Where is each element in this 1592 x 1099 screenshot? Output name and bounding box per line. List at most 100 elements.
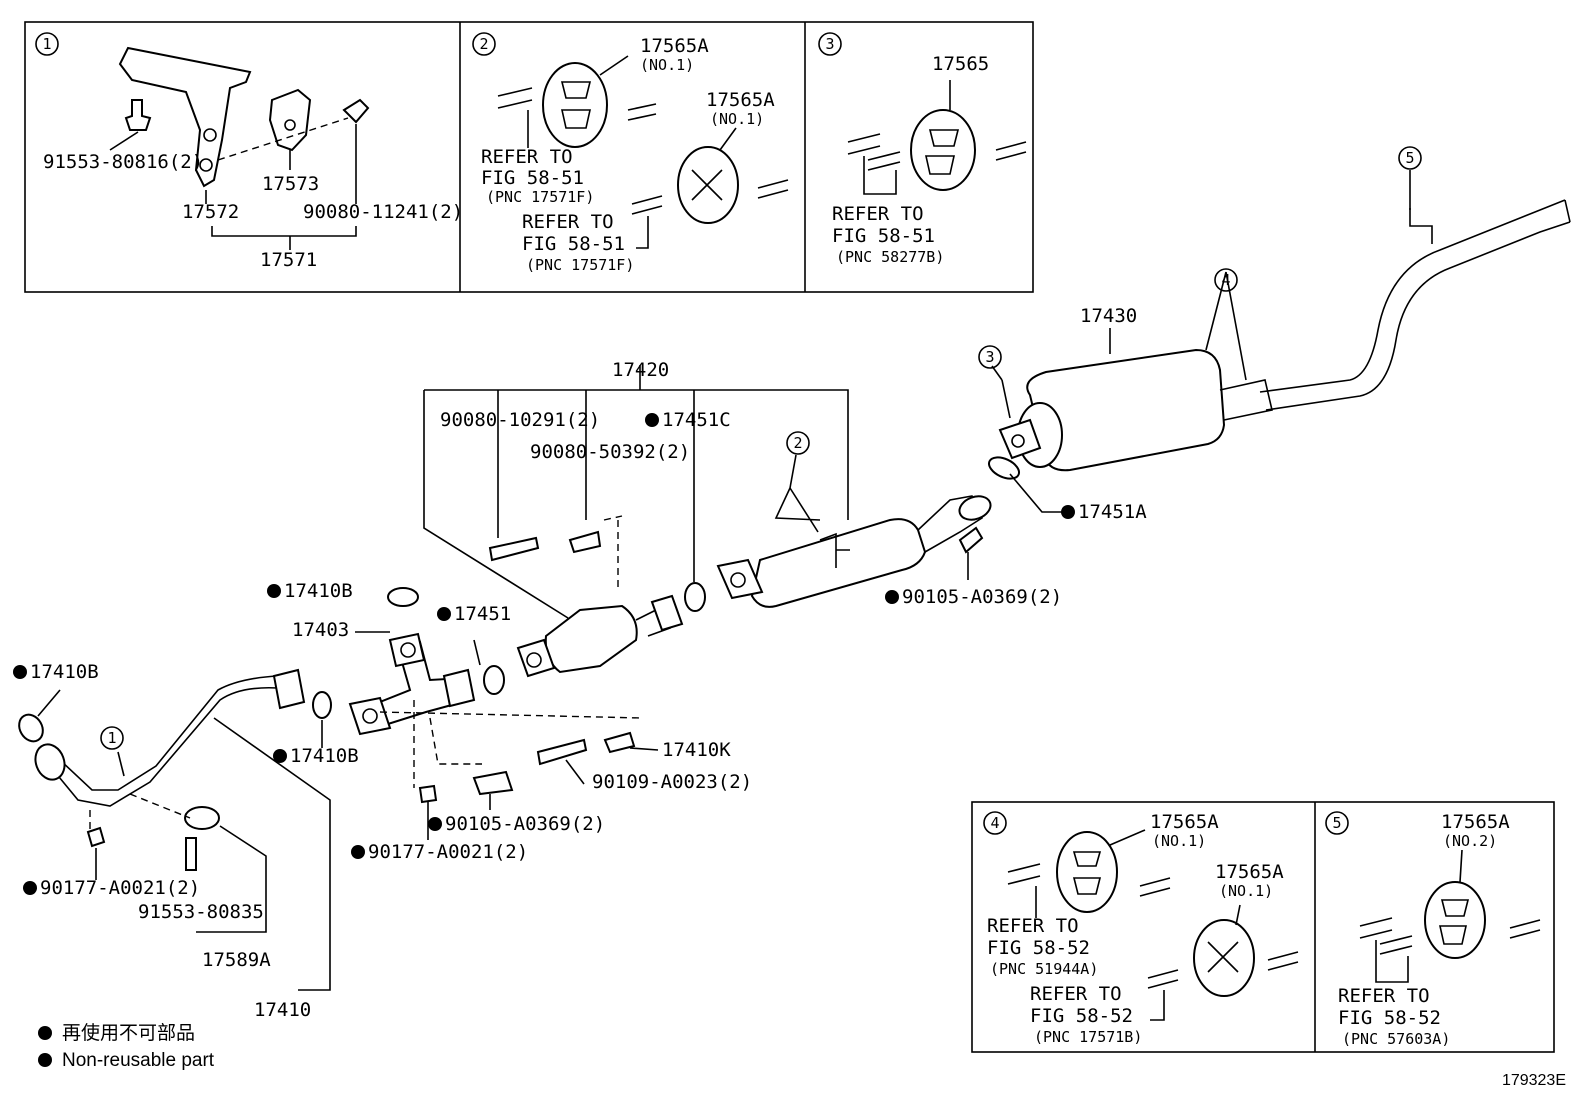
part-label: REFER TO [522, 211, 614, 233]
label-17410: 17410 [254, 999, 311, 1021]
part-label: (PNC 58277B) [836, 248, 944, 266]
callout-1: 1 [100, 726, 124, 750]
inset-frame-bottom [971, 801, 1555, 1053]
label-17420: 17420 [612, 359, 669, 381]
gasket-17410b-1 [387, 587, 419, 607]
part-label: REFER TO [1030, 983, 1122, 1005]
label-90105-a0369-2: 90105-A0369(2) [445, 813, 605, 835]
bolt-90109 [536, 738, 588, 766]
non-reusable-dot [273, 749, 287, 763]
part-label: (NO.2) [1443, 832, 1497, 850]
gasket-17410b-3 [18, 713, 44, 743]
non-reusable-dot [23, 881, 37, 895]
hanger-17565 [910, 109, 976, 191]
callout-3: 3 [978, 345, 1002, 369]
hanger-17565a-1 [542, 62, 608, 148]
muffler-17430 [998, 271, 1273, 472]
non-reusable-dot [13, 665, 27, 679]
part-label: 17573 [262, 173, 319, 195]
non-reusable-dot [885, 590, 899, 604]
non-reusable-dot [645, 413, 659, 427]
part-label: (NO.1) [710, 110, 764, 128]
label-17451c: 17451C [662, 409, 731, 431]
part-label: 5 [1405, 149, 1414, 167]
part-label: FIG 58-52 [1338, 1007, 1441, 1029]
spring-17410k [603, 731, 636, 754]
front-pipe-17403 [348, 632, 476, 736]
inset-4: 4 17565A (NO.1) REFER TO FIG 58-52 (PNC … [983, 811, 1299, 1046]
bolt-90105-1 [472, 770, 514, 796]
inset-number: 1 [42, 35, 51, 53]
bolt-91553 [124, 99, 152, 131]
legend-en: Non-reusable part [62, 1050, 215, 1071]
part-label: 17565 [932, 53, 989, 75]
inset-3: 3 17565 REFER TO FIG 58-51 (PNC 58277B) [818, 32, 1027, 266]
part-label: REFER TO [987, 915, 1079, 937]
label-17410b-1: 17410B [284, 580, 353, 602]
part-label: 17565A [1150, 811, 1219, 833]
label-17451a: 17451A [1078, 501, 1147, 523]
part-label: 3 [825, 35, 834, 53]
bolt-90080-10291 [488, 536, 540, 562]
label-90080-50392: 90080-50392(2) [530, 441, 690, 463]
catalytic-converter [516, 594, 684, 678]
label-90109: 90109-A0023(2) [592, 771, 752, 793]
legend-dot [38, 1053, 52, 1067]
gasket-17451 [483, 665, 505, 695]
label-90080-10291: 90080-10291(2) [440, 409, 600, 431]
label-90177-a0021-2: 90177-A0021(2) [368, 841, 528, 863]
part-label: 17565A [1441, 811, 1510, 833]
hanger-17565a-3 [1056, 831, 1118, 913]
inset-frame-top [24, 21, 1034, 293]
part-label: 2 [793, 434, 802, 452]
nut-90177-1 [86, 826, 106, 848]
label-91553-80835: 91553-80835 [138, 901, 264, 923]
callout-5: 5 [1398, 146, 1422, 170]
label-90177-a0021-1: 90177-A0021(2) [40, 877, 200, 899]
label-90105-a0369-1: 90105-A0369(2) [902, 586, 1062, 608]
bracket-17572 [118, 46, 252, 188]
non-reusable-dot [351, 845, 365, 859]
non-reusable-dot [267, 584, 281, 598]
clamp-17589a [129, 793, 267, 933]
label-17410b-2: 17410B [30, 661, 99, 683]
callout-4: 4 [1214, 268, 1238, 292]
part-label: 5 [1332, 814, 1341, 832]
part-label: 91553-80816(2) [43, 151, 203, 173]
part-label: 17571 [260, 249, 317, 271]
part-label: (PNC 57603A) [1342, 1030, 1450, 1048]
part-label: 17565A [706, 89, 775, 111]
tail-pipe [1259, 199, 1571, 411]
legend-jp: 再使用不可部品 [62, 1022, 195, 1044]
bolt-90105-2 [958, 526, 984, 554]
part-label: 17572 [182, 201, 239, 223]
figure-id: 179323E [1502, 1072, 1566, 1089]
label-17451: 17451 [454, 603, 511, 625]
part-label: 17565A [640, 35, 709, 57]
part-label: FIG 58-51 [522, 233, 625, 255]
label-17410k: 17410K [662, 739, 731, 761]
bolt-90080 [342, 98, 370, 124]
gasket-17451a [988, 456, 1020, 480]
part-label: (NO.1) [1152, 832, 1206, 850]
center-pipe-17420 [716, 487, 992, 608]
gasket-17451c [684, 582, 706, 612]
part-label: 2 [479, 35, 488, 53]
hanger-17565a-5 [1424, 881, 1486, 959]
inset-5: 5 17565A (NO.2) REFER TO FIG 58-52 (PNC … [1325, 811, 1541, 1048]
label-17589a: 17589A [202, 949, 271, 971]
part-label: 4 [990, 814, 999, 832]
legend-dot [38, 1026, 52, 1040]
non-reusable-dot [428, 817, 442, 831]
part-label: (PNC 17571B) [1034, 1028, 1142, 1046]
part-label: (PNC 51944A) [990, 960, 1098, 978]
part-label: FIG 58-52 [987, 937, 1090, 959]
part-label: FIG 58-51 [481, 167, 584, 189]
inset-2: 2 17565A (NO.1) REFER TO FIG 58-51 (PNC … [472, 32, 789, 274]
inset-1: 1 91553-80816(2) 17573 17572 90080-11241… [35, 32, 463, 271]
spring-90080-50392 [568, 530, 602, 554]
part-label: (NO.1) [1219, 882, 1273, 900]
label-17410b-3: 17410B [290, 745, 359, 767]
part-label: 4 [1221, 271, 1230, 289]
